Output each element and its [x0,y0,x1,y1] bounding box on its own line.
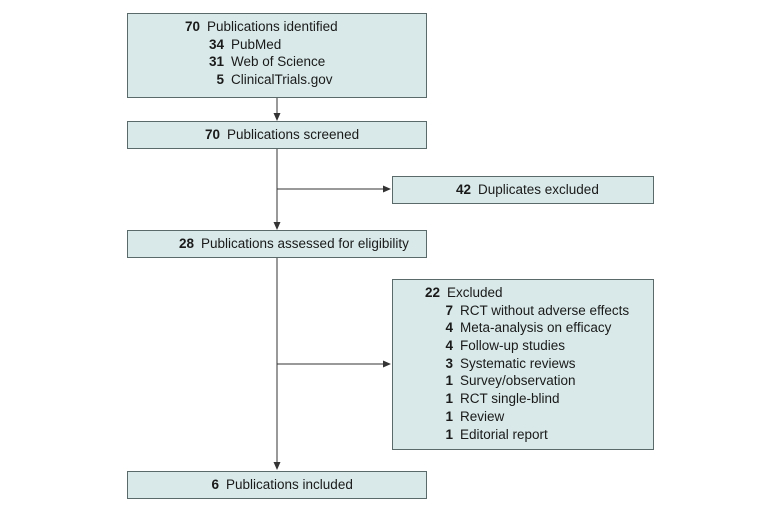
eligibility-label: Publications assessed for eligibility [201,236,409,251]
included-row: 6 Publications included [128,477,426,495]
reason-count: 1 [445,426,453,442]
reason-label: Editorial report [460,426,548,442]
exclusion-reason-row: 1 RCT single-blind [393,391,653,409]
duplicates-label: Duplicates excluded [478,182,599,197]
reason-count: 4 [445,338,453,354]
excluded-box: 22 Excluded 7 RCT without adverse effect… [392,279,654,450]
screened-box: 70 Publications screened [127,121,427,149]
reason-count: 7 [445,302,453,318]
duplicates-row: 42 Duplicates excluded [393,182,653,200]
exclusion-reason-row: 3 Systematic reviews [393,356,653,374]
source-label: PubMed [231,36,282,52]
screened-count: 70 [204,127,220,142]
eligibility-count: 28 [178,236,194,251]
source-label: ClinicalTrials.gov [231,72,333,88]
exclusion-reason-row: 1 Editorial report [393,427,653,445]
reason-label: RCT without adverse effects [460,302,630,318]
source-row: 5 ClinicalTrials.gov [128,72,426,90]
reason-label: Follow-up studies [460,338,566,354]
duplicates-count: 42 [455,182,471,197]
exclusion-reason-row: 4 Meta-analysis on efficacy [393,320,653,338]
reason-label: RCT single-blind [460,391,560,407]
reason-label: Review [460,408,505,424]
exclusion-reason-row: 1 Survey/observation [393,373,653,391]
excluded-label: Excluded [447,285,503,300]
reason-label: Meta-analysis on efficacy [460,320,612,336]
duplicates-box: 42 Duplicates excluded [392,176,654,204]
included-box: 6 Publications included [127,471,427,499]
identified-count: 70 [184,19,200,34]
source-row: 31 Web of Science [128,54,426,72]
identified-label: Publications identified [207,19,338,34]
excluded-total-row: 22 Excluded [393,285,653,303]
source-label: Web of Science [231,54,326,70]
reason-count: 3 [445,355,453,371]
source-count: 34 [208,36,224,52]
reason-count: 4 [445,320,453,336]
reason-label: Survey/observation [460,373,576,389]
identified-box: 70 Publications identified 34 PubMed 31 … [127,13,427,98]
screened-label: Publications screened [227,127,360,142]
source-count: 5 [216,72,224,88]
eligibility-box: 28 Publications assessed for eligibility [127,230,427,258]
included-label: Publications included [226,477,353,492]
reason-count: 1 [445,373,453,389]
reason-count: 1 [445,408,453,424]
exclusion-reason-row: 4 Follow-up studies [393,338,653,356]
excluded-count: 22 [424,285,440,300]
included-count: 6 [211,477,219,492]
reason-label: Systematic reviews [460,355,576,371]
exclusion-reason-row: 1 Review [393,409,653,427]
exclusion-reason-row: 7 RCT without adverse effects [393,303,653,321]
reason-count: 1 [445,391,453,407]
eligibility-row: 28 Publications assessed for eligibility [128,236,426,254]
source-row: 34 PubMed [128,37,426,55]
source-count: 31 [208,54,224,70]
screened-row: 70 Publications screened [128,127,426,145]
identified-total-row: 70 Publications identified [128,19,426,37]
